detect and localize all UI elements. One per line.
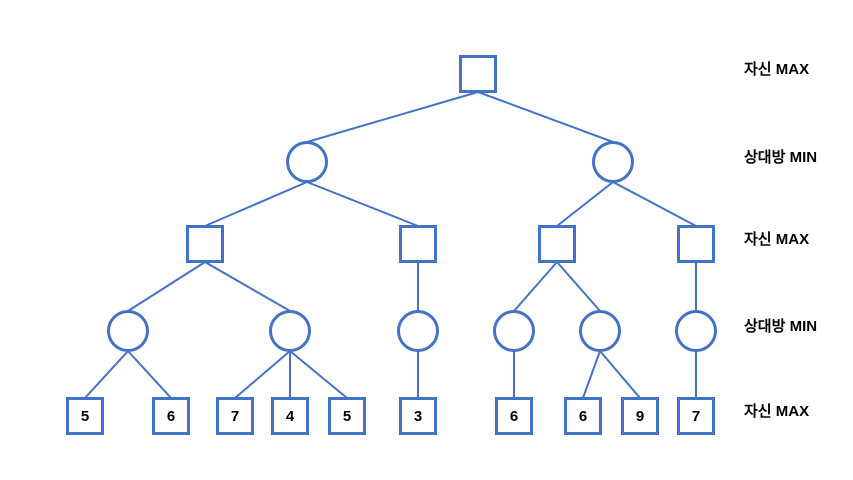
leaf-node[interactable]: 6	[564, 397, 602, 435]
tree-edge	[477, 91, 614, 143]
leaf-node[interactable]: 5	[66, 397, 104, 435]
min-node[interactable]	[493, 310, 535, 352]
tree-edge	[204, 261, 291, 312]
level-label-max-3: 자신 MAX	[744, 231, 810, 248]
tree-edge	[513, 261, 558, 312]
tree-edge	[84, 350, 129, 399]
tree-edge	[612, 181, 697, 227]
tree-edge	[127, 350, 172, 399]
min-node[interactable]	[592, 141, 634, 183]
tree-edge	[289, 350, 348, 399]
min-node[interactable]	[107, 310, 149, 352]
min-node[interactable]	[675, 310, 717, 352]
max-node[interactable]	[186, 225, 224, 263]
level-label-min-2: 상대방 MIN	[744, 149, 818, 166]
tree-edge	[306, 181, 419, 227]
level-label-max-5: 자신 MAX	[744, 403, 810, 420]
min-node[interactable]	[269, 310, 311, 352]
min-node[interactable]	[286, 141, 328, 183]
leaf-node[interactable]: 6	[152, 397, 190, 435]
leaf-node[interactable]: 6	[495, 397, 533, 435]
leaf-node[interactable]: 3	[399, 397, 437, 435]
leaf-node[interactable]: 5	[328, 397, 366, 435]
leaf-node[interactable]: 7	[677, 397, 715, 435]
tree-edge	[556, 181, 614, 227]
tree-edge	[127, 261, 206, 312]
tree-edge	[234, 350, 291, 399]
tree-edge	[599, 350, 641, 399]
tree-edge	[556, 261, 601, 312]
tree-edge	[582, 350, 601, 399]
max-node[interactable]	[399, 225, 437, 263]
max-node[interactable]	[459, 55, 497, 93]
max-node[interactable]	[538, 225, 576, 263]
max-node[interactable]	[677, 225, 715, 263]
leaf-node[interactable]: 7	[216, 397, 254, 435]
leaf-node[interactable]: 9	[621, 397, 659, 435]
tree-edge	[306, 91, 479, 143]
level-label-min-4: 상대방 MIN	[744, 318, 818, 335]
leaf-node[interactable]: 4	[271, 397, 309, 435]
min-node[interactable]	[397, 310, 439, 352]
level-label-max-1: 자신 MAX	[744, 61, 810, 78]
min-node[interactable]	[579, 310, 621, 352]
tree-edge	[204, 181, 308, 227]
